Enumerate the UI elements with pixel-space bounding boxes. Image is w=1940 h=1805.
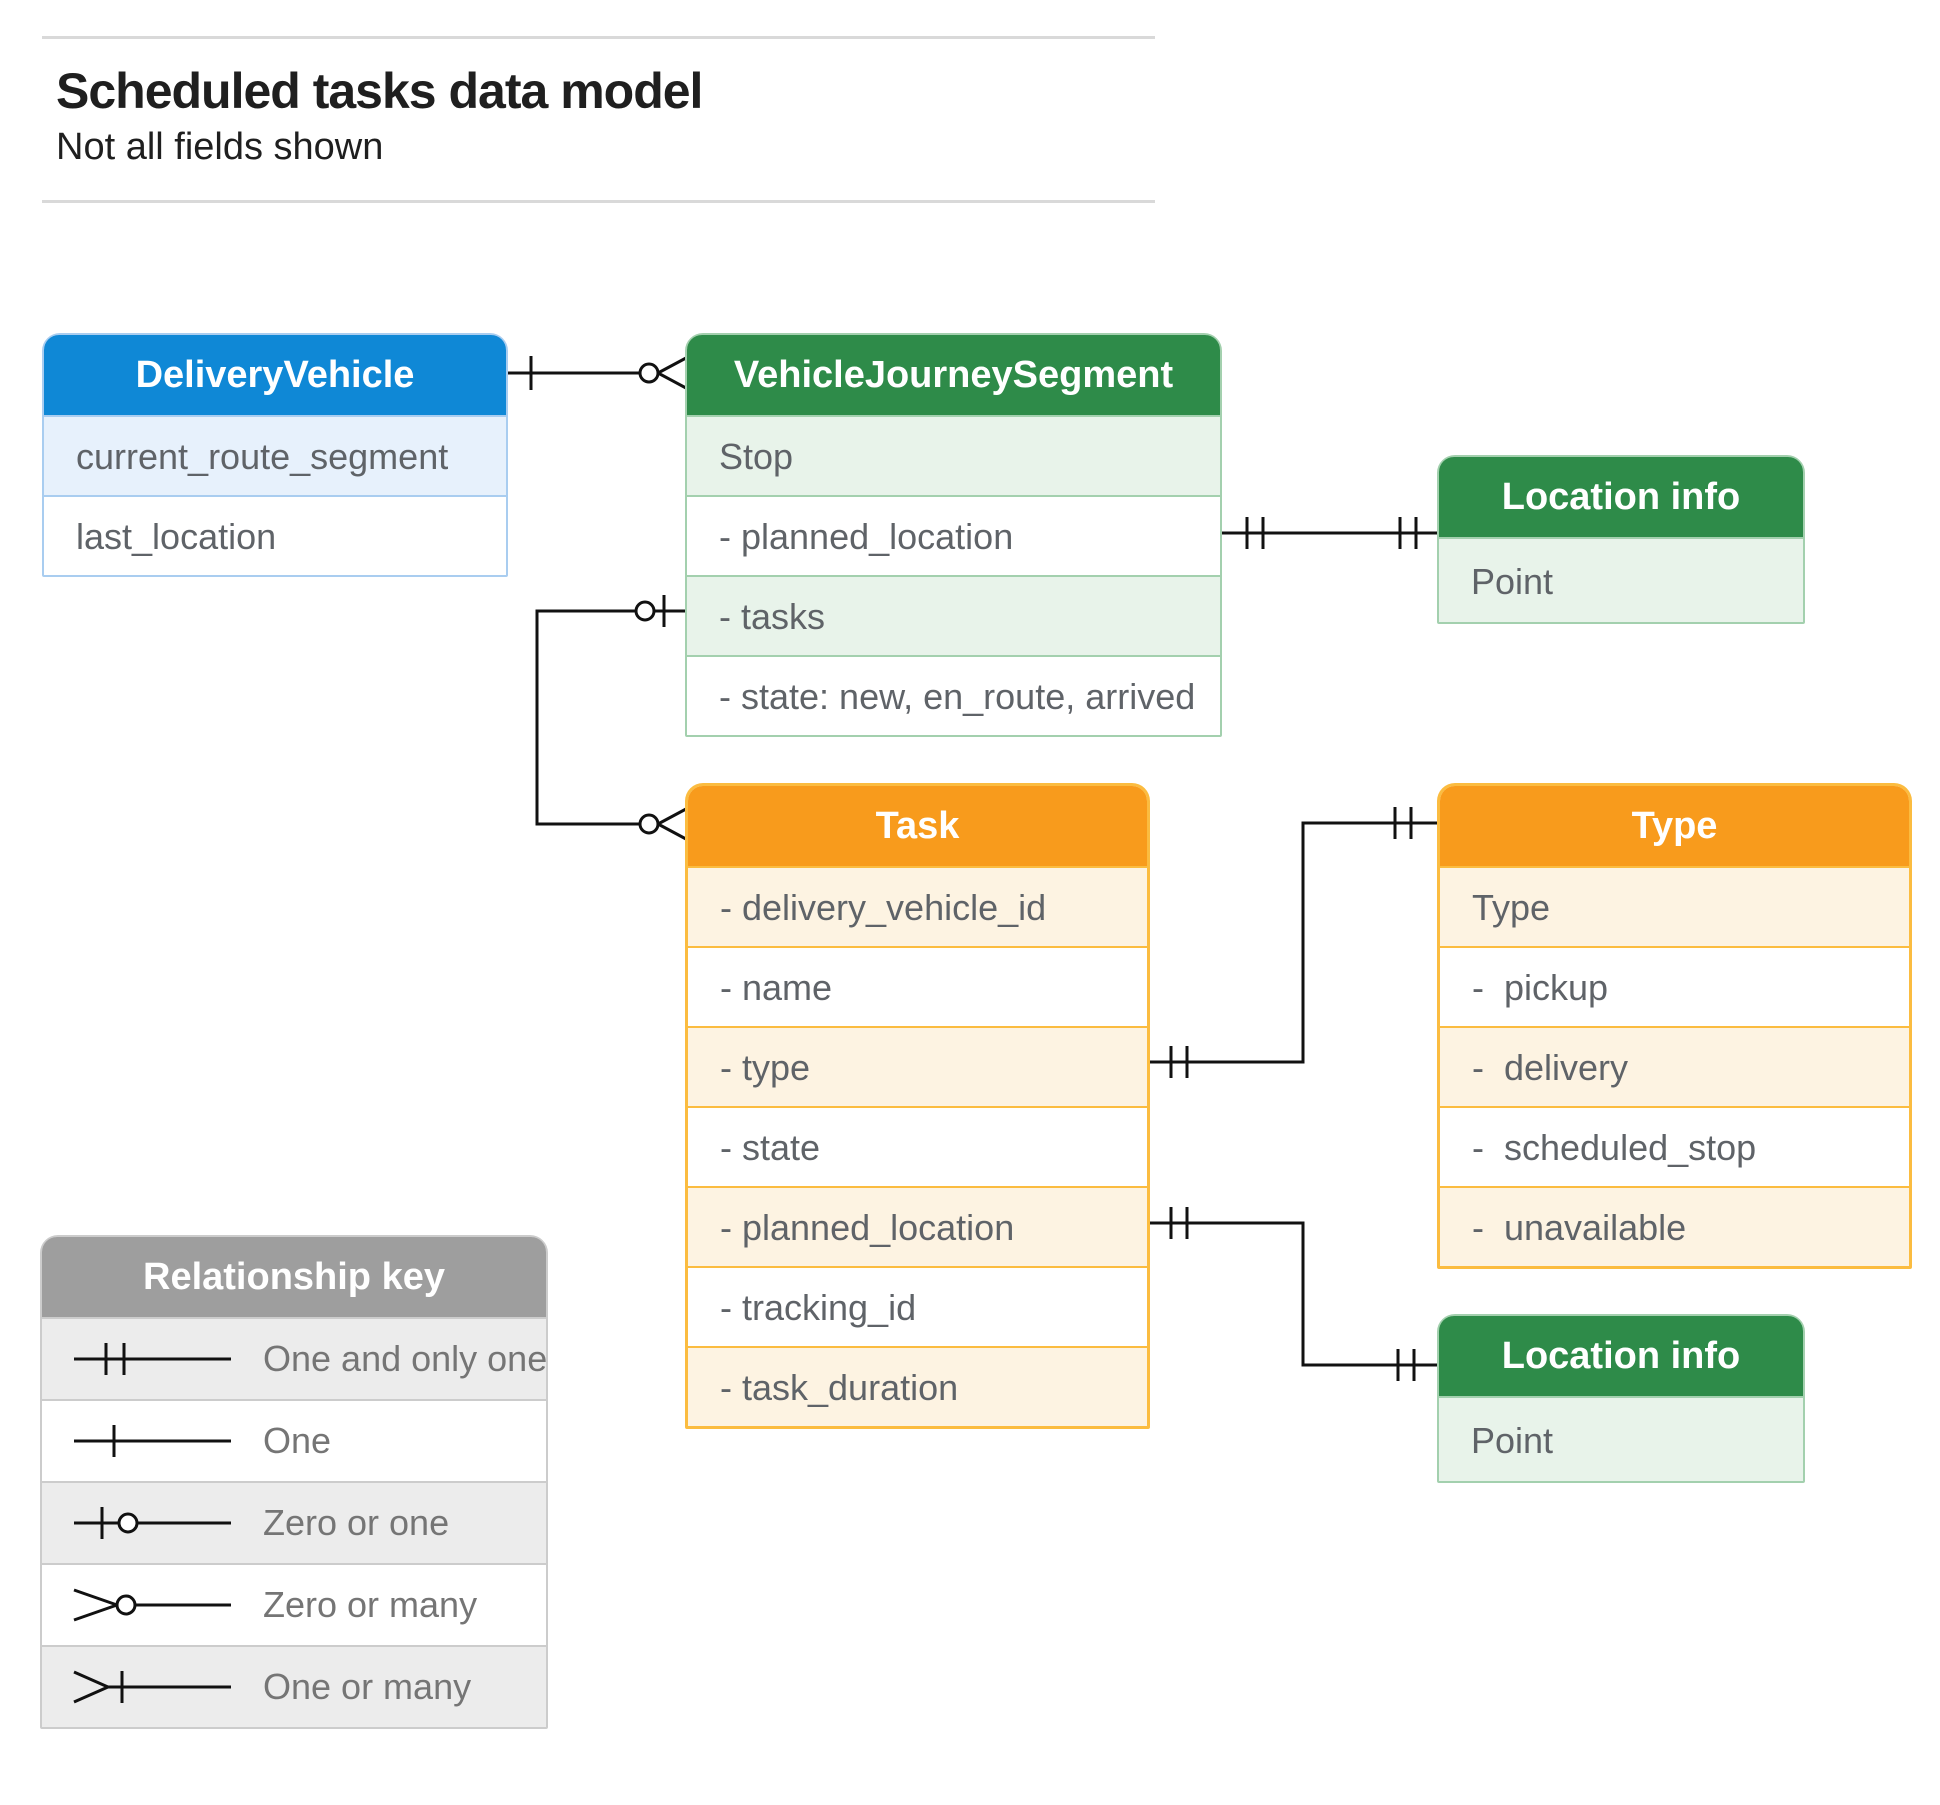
- table-rows: Point: [1439, 1396, 1803, 1481]
- legend-row: One and only one: [42, 1317, 546, 1399]
- entity-table-task: Task - delivery_vehicle_id- name- type- …: [685, 783, 1150, 1429]
- legend-label: Zero or one: [263, 1502, 450, 1543]
- field-row: - state: new, en_route, arrived: [687, 655, 1220, 735]
- field-row: - delivery_vehicle_id: [688, 866, 1147, 946]
- legend-label: One: [263, 1420, 332, 1461]
- legend-label: One and only one: [263, 1338, 546, 1379]
- entity-table-type: Type Type- pickup- delivery- scheduled_s…: [1437, 783, 1912, 1269]
- table-rows: Type- pickup- delivery- scheduled_stop- …: [1440, 866, 1909, 1266]
- page-title: Scheduled tasks data model: [56, 63, 703, 119]
- field-row: current_route_segment: [44, 415, 506, 495]
- zero-or-many-icon: [73, 1588, 231, 1622]
- entity-table-location-info-top: Location info Point: [1437, 455, 1805, 624]
- field-row: - type: [688, 1026, 1147, 1106]
- field-row: - tasks: [687, 575, 1220, 655]
- table-header: Task: [688, 786, 1147, 866]
- connector-tasks-to-task: [535, 595, 687, 841]
- field-row: - scheduled_stop: [1440, 1106, 1909, 1186]
- one-icon: [74, 1425, 231, 1457]
- field-row: Point: [1439, 1396, 1803, 1481]
- table-header: Location info: [1439, 457, 1803, 537]
- field-row: Type: [1440, 866, 1909, 946]
- table-header: Location info: [1439, 1316, 1803, 1396]
- field-row: - task_duration: [688, 1346, 1147, 1426]
- legend-label: One or many: [263, 1666, 472, 1707]
- field-row: - pickup: [1440, 946, 1909, 1026]
- legend-row: Zero or one: [42, 1481, 546, 1563]
- entity-table-location-info-bottom: Location info Point: [1437, 1314, 1805, 1483]
- legend-row: One: [42, 1399, 546, 1481]
- one-and-only-one-icon: [74, 1343, 231, 1375]
- legend-label: Zero or many: [263, 1584, 478, 1625]
- table-header: Type: [1440, 786, 1909, 866]
- field-row: - name: [688, 946, 1147, 1026]
- field-row: - unavailable: [1440, 1186, 1909, 1266]
- entity-table-vehicle-journey-segment: VehicleJourneySegment Stop- planned_loca…: [685, 333, 1222, 737]
- table-header: VehicleJourneySegment: [687, 335, 1220, 415]
- page-subtitle: Not all fields shown: [56, 126, 384, 168]
- table-rows: - delivery_vehicle_id- name- type- state…: [688, 866, 1147, 1426]
- field-row: Point: [1439, 537, 1803, 622]
- one-or-many-icon: [73, 1670, 231, 1704]
- field-row: - tracking_id: [688, 1266, 1147, 1346]
- top-divider: [42, 36, 1155, 39]
- connector-task-planned-location-to-location-info-bottom: [1150, 1207, 1437, 1381]
- title-bottom-divider: [42, 200, 1155, 203]
- legend-row: Zero or many: [42, 1563, 546, 1645]
- connector-planned-location-to-location-info-top: [1222, 517, 1437, 549]
- field-row: - state: [688, 1106, 1147, 1186]
- field-row: - planned_location: [688, 1186, 1147, 1266]
- legend-row: One or many: [42, 1645, 546, 1727]
- field-row: last_location: [44, 495, 506, 575]
- table-header: DeliveryVehicle: [44, 335, 506, 415]
- field-row: - planned_location: [687, 495, 1220, 575]
- zero-or-one-icon: [74, 1507, 231, 1539]
- connector-delivery-vehicle-to-vehicle-journey-segment: [508, 356, 687, 390]
- connector-task-type-to-type: [1150, 807, 1437, 1078]
- table-rows: Stop- planned_location- tasks- state: ne…: [687, 415, 1220, 735]
- relationship-key-header: Relationship key: [42, 1237, 546, 1317]
- field-row: Stop: [687, 415, 1220, 495]
- table-rows: Point: [1439, 537, 1803, 622]
- field-row: - delivery: [1440, 1026, 1909, 1106]
